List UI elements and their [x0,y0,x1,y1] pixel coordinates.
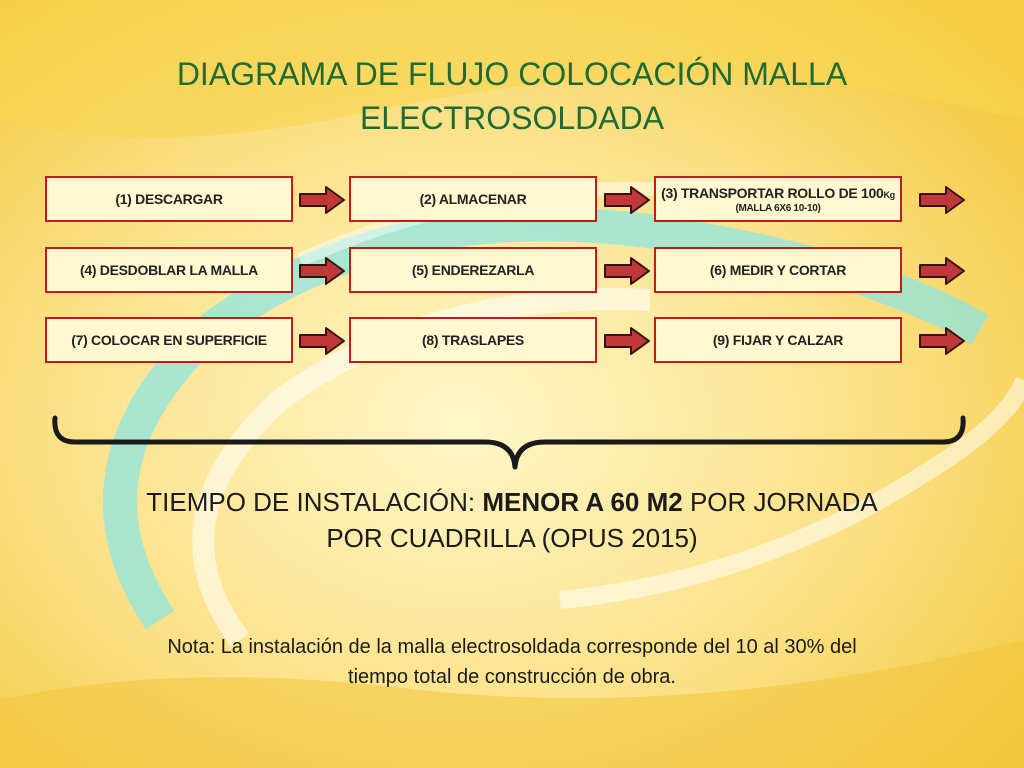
arrow-right-icon [604,257,650,285]
time-suffix: POR JORNADA [682,487,878,517]
arrow-right-icon [299,257,345,285]
step-descargar: (1) DESCARGAR [45,176,293,222]
title-line-2: ELECTROSOLDADA [359,100,665,136]
curly-brace-icon [52,415,966,470]
step-transportar: (3) TRANSPORTAR ROLLO DE 100Kg (MALLA 6X… [654,176,902,222]
step-colocar: (7) COLOCAR EN SUPERFICIE [45,317,293,363]
installation-time-line-1: TIEMPO DE INSTALACIÓN: MENOR A 60 M2 POR… [60,484,964,520]
arrow-right-icon [299,186,345,214]
arrow-right-icon [919,327,965,355]
time-prefix: TIEMPO DE INSTALACIÓN: [146,487,483,517]
step-traslapes: (8) TRASLAPES [349,317,597,363]
step-enderezarla: (5) ENDEREZARLA [349,247,597,293]
step-unit: Kg [883,189,895,200]
step-almacenar: (2) ALMACENAR [349,176,597,222]
step-label-text: (3) TRANSPORTAR ROLLO DE 100 [661,184,884,201]
step-label: (7) COLOCAR EN SUPERFICIE [71,332,267,348]
time-value: MENOR A 60 M2 [482,487,683,517]
step-label: (8) TRASLAPES [422,332,524,348]
installation-time-text: TIEMPO DE INSTALACIÓN: MENOR A 60 M2 POR… [60,484,964,556]
step-label: (1) DESCARGAR [115,191,223,207]
step-label: (6) MEDIR Y CORTAR [709,262,847,278]
step-label: (2) ALMACENAR [419,191,527,207]
step-label: (4) DESDOBLAR LA MALLA [80,262,258,278]
page-title: DIAGRAMA DE FLUJO COLOCACIÓN MALLA ELECT… [112,52,912,140]
step-fijar-calzar: (9) FIJAR Y CALZAR [654,317,902,363]
arrow-right-icon [604,186,650,214]
arrow-right-icon [604,327,650,355]
step-medir-cortar: (6) MEDIR Y CORTAR [654,247,902,293]
step-label: (3) TRANSPORTAR ROLLO DE 100Kg [661,185,895,201]
note-line-2: tiempo total de construcción de obra. [348,666,676,688]
installation-time-line-2: POR CUADRILLA (OPUS 2015) [326,523,698,553]
step-label: (9) FIJAR Y CALZAR [712,332,844,348]
title-line-1: DIAGRAMA DE FLUJO COLOCACIÓN MALLA [176,56,848,92]
step-label: (5) ENDEREZARLA [411,262,535,278]
step-desdoblar: (4) DESDOBLAR LA MALLA [45,247,293,293]
note-text: Nota: La instalación de la malla electro… [70,632,954,692]
arrow-right-icon [919,186,965,214]
step-sublabel: (MALLA 6X6 10-10) [735,202,821,214]
arrow-right-icon [299,327,345,355]
note-line-1: Nota: La instalación de la malla electro… [167,636,857,658]
arrow-right-icon [919,257,965,285]
